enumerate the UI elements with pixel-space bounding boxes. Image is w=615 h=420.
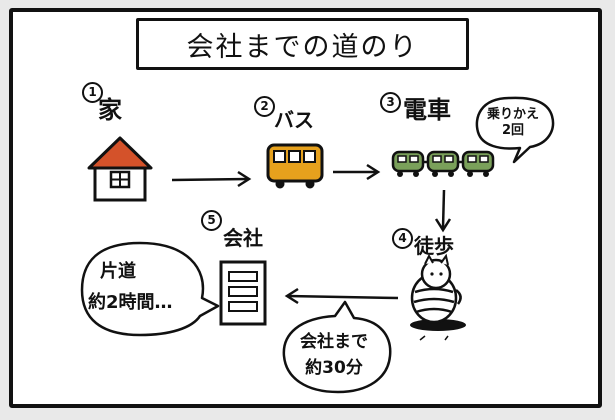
to-company-speech-bubble <box>282 300 392 394</box>
transfer-line-1: 乗りかえ <box>487 107 540 122</box>
transfer-speech-bubble <box>475 96 555 164</box>
step-train-label: 3 <box>380 92 404 113</box>
transfer-bubble-text: 乗りかえ 2回 <box>487 107 539 140</box>
transfer-line-2: 2回 <box>501 123 525 139</box>
one-way-line-1: 片道 <box>100 261 136 282</box>
one-way-line-2: 約2時間… <box>88 291 173 313</box>
arrow-down-icon <box>434 189 452 233</box>
arrow-left-icon <box>284 287 399 305</box>
to-company-bubble-text: 会社まで 約30分 <box>300 330 368 381</box>
step-number: 5 <box>201 210 222 231</box>
step-number: 3 <box>380 92 401 113</box>
step-home-label: 1 <box>82 82 106 103</box>
step-bus-name: バス <box>274 108 314 132</box>
arrow-icon <box>333 163 381 181</box>
one-way-bubble-text: 片道 約2時間… <box>88 257 173 318</box>
to-company-line-1: 会社まで <box>300 332 368 352</box>
one-way-speech-bubble <box>80 241 220 337</box>
arrow-icon <box>171 170 252 188</box>
step-bus-label: 2 <box>254 96 278 117</box>
step-home-name: 家 <box>98 96 122 124</box>
step-train-name: 電車 <box>403 96 451 124</box>
step-office-name: 会社 <box>223 226 263 250</box>
walking-character-icon <box>410 253 466 341</box>
step-number: 2 <box>254 96 275 117</box>
step-walk-label: 4 <box>392 228 416 249</box>
step-number: 1 <box>82 82 103 103</box>
page-title: 会社までの道のり <box>136 18 469 70</box>
office-building-icon <box>219 260 267 326</box>
train-icon <box>391 150 495 177</box>
bus-icon <box>266 143 324 189</box>
step-office-label: 5 <box>201 210 225 231</box>
house-icon <box>87 136 153 202</box>
to-company-line-2: 約30分 <box>305 357 363 378</box>
step-number: 4 <box>392 228 413 249</box>
step-walk-name: 徒歩 <box>414 234 454 258</box>
